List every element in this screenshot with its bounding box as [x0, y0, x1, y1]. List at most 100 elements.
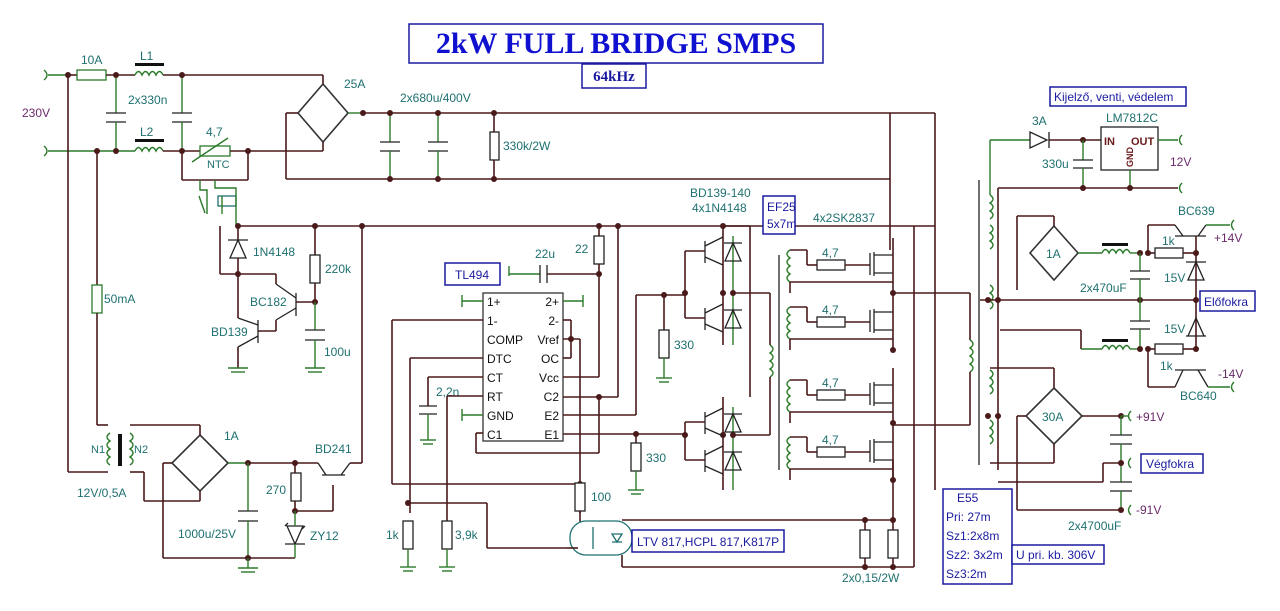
gate-resistor	[816, 389, 846, 401]
input-section: 230V 10A L1 L2 2x330n 4,7 NTC	[22, 49, 890, 226]
tl494-pin-left: C1	[487, 428, 503, 442]
title-block: 2kW FULL BRIDGE SMPS 64kHz	[408, 23, 824, 89]
tl494-pin-left: DTC	[487, 352, 512, 366]
resistor-1k-top	[1154, 247, 1184, 259]
winding-n2-label: N2	[134, 444, 148, 456]
shunt-resistor-1	[859, 529, 871, 559]
driver-transistors-label: BD139-140	[690, 186, 751, 200]
tl494-pin-right: E1	[544, 428, 559, 442]
tl494-pin-right: 2-	[548, 314, 559, 328]
resistor-100-label: 100	[591, 490, 611, 504]
resistor-270	[290, 472, 302, 502]
primary-voltage-note: U pri. kb. 306V	[1016, 548, 1095, 562]
aux-cap-label: 330u	[1042, 157, 1069, 171]
choke-l1	[134, 70, 164, 77]
regulator-in-pin: IN	[1104, 136, 1115, 148]
resistor-1k-bottom-label: 1k	[1160, 359, 1174, 373]
aux-bridge-1a	[170, 433, 230, 493]
neg-91v-label: -91V	[1136, 503, 1161, 517]
gate-winding	[786, 379, 792, 413]
spec-line-sz3: Sz3:2m	[946, 567, 987, 581]
relay-coil	[217, 195, 237, 207]
zener-zy12-label: ZY12	[310, 529, 339, 543]
diode-3a-label: 3A	[1032, 114, 1047, 128]
diode-1n4148-label: 1N4148	[253, 245, 295, 259]
resistor-100	[574, 482, 586, 512]
driver-section: BD139-140 4x1N4148 330 330 EF25 5x7m 4x2…	[563, 112, 980, 495]
aux-supply-section: 50mA N1 N2 12V/0,5A 1A 1000u/25V 270	[67, 75, 363, 573]
relay-contact	[199, 180, 208, 214]
aux-filter-cap-label: 1000u/25V	[178, 527, 236, 541]
page-title: 2kW FULL BRIDGE SMPS	[436, 27, 796, 60]
neg-14v-label: -14V	[1218, 367, 1243, 381]
resistor-330-a-label: 330	[674, 338, 694, 352]
gate-resistor-label: 4,7	[822, 246, 839, 260]
fuse-10a	[76, 69, 107, 81]
resistor-1k	[402, 520, 414, 550]
optocoupler-label: LTV 817,HCPL 817,K817P	[637, 535, 779, 549]
diode-3a	[1029, 130, 1050, 150]
choke-l1-label: L1	[140, 49, 154, 63]
spec-line-sz1: Sz1:2x8m	[946, 529, 999, 543]
ef25-core-label: EF25	[767, 200, 796, 214]
pre-bridge-label: 1A	[1046, 247, 1061, 261]
transistor-bd241-label: BD241	[315, 442, 352, 456]
resistor-1k-top-label: 1k	[1162, 234, 1176, 248]
zener-zy12	[284, 522, 306, 546]
aux-voltage-label: 12V	[1170, 155, 1191, 169]
choke-l2	[134, 146, 164, 153]
fuse-50ma-label: 50mA	[104, 292, 135, 306]
regulator-label: LM7812C	[1106, 111, 1158, 125]
shunt-resistor-2	[887, 529, 899, 559]
softstart-section: 1N4148 220k BC182 BD139 100u	[211, 223, 935, 373]
tl494-ic	[482, 292, 564, 442]
tl494-pin-left: CT	[487, 371, 504, 385]
secondary-aux-winding	[988, 194, 994, 220]
gate-winding	[786, 249, 792, 283]
driver-diode	[723, 450, 743, 471]
gate-resistor-label: 4,7	[822, 376, 839, 390]
input-bridge-25a: 25A	[296, 77, 365, 144]
gate-resistor	[816, 316, 846, 328]
gate-winding	[786, 306, 792, 340]
tl494-pin-right: E2	[544, 409, 559, 423]
feedback-section: LTV 817,HCPL 817,K817P 2x0,15/2W	[567, 226, 915, 585]
ntc-label: NTC	[207, 159, 230, 171]
aux-output-label: Kijelző, venti, védelem	[1054, 90, 1173, 104]
optocoupler-label-frame	[631, 529, 785, 553]
tl494-label: TL494	[455, 268, 489, 282]
resistor-1k-bottom	[1154, 343, 1184, 355]
spec-line-sz2: Sz2: 3x2m	[946, 548, 1003, 562]
shunts-label: 2x0,15/2W	[842, 571, 900, 585]
primary-voltage-frame	[1011, 544, 1105, 565]
output-section: Kijelző, venti, védelem 3A 330u LM7812C …	[980, 86, 1256, 533]
aux-transformer-secondary	[128, 432, 134, 466]
tl494-pin-right: Vcc	[539, 371, 559, 385]
resistor-3k9-label: 3,9k	[455, 528, 479, 542]
main-output-label: Végfokra	[1146, 457, 1194, 471]
resistor-330-b-label: 330	[646, 451, 666, 465]
tl494-pin-right: C2	[544, 390, 560, 404]
choke-l2-core	[135, 139, 164, 142]
transistor-bc182-label: BC182	[250, 295, 287, 309]
resistor-22	[593, 235, 605, 265]
ntc-value-label: 4,7	[206, 125, 223, 139]
tl494-pin-left: GND	[487, 409, 514, 423]
gate-resistor-label: 4,7	[822, 303, 839, 317]
choke-l1-core	[135, 63, 164, 66]
regulator-out-pin: OUT	[1131, 136, 1155, 148]
cap-22u-label: 22u	[535, 247, 555, 261]
pre-output-frame	[1199, 290, 1256, 312]
tl494-pin-right: OC	[541, 352, 559, 366]
main-output-frame	[1140, 453, 1204, 474]
resistor-220k-label: 220k	[325, 262, 352, 276]
aux-transformer-primary	[106, 432, 112, 466]
aux-bridge-label: 1A	[224, 429, 239, 443]
optocoupler	[569, 520, 633, 556]
tl494-pin-right: Vref	[537, 333, 559, 347]
aux-output-frame	[1049, 86, 1187, 107]
tl494-pin-left: 1-	[487, 314, 498, 328]
pre-caps-label: 2x470uF	[1080, 281, 1127, 295]
resistor-3k9	[441, 520, 453, 550]
pre-output-label: Előfokra	[1204, 295, 1248, 309]
